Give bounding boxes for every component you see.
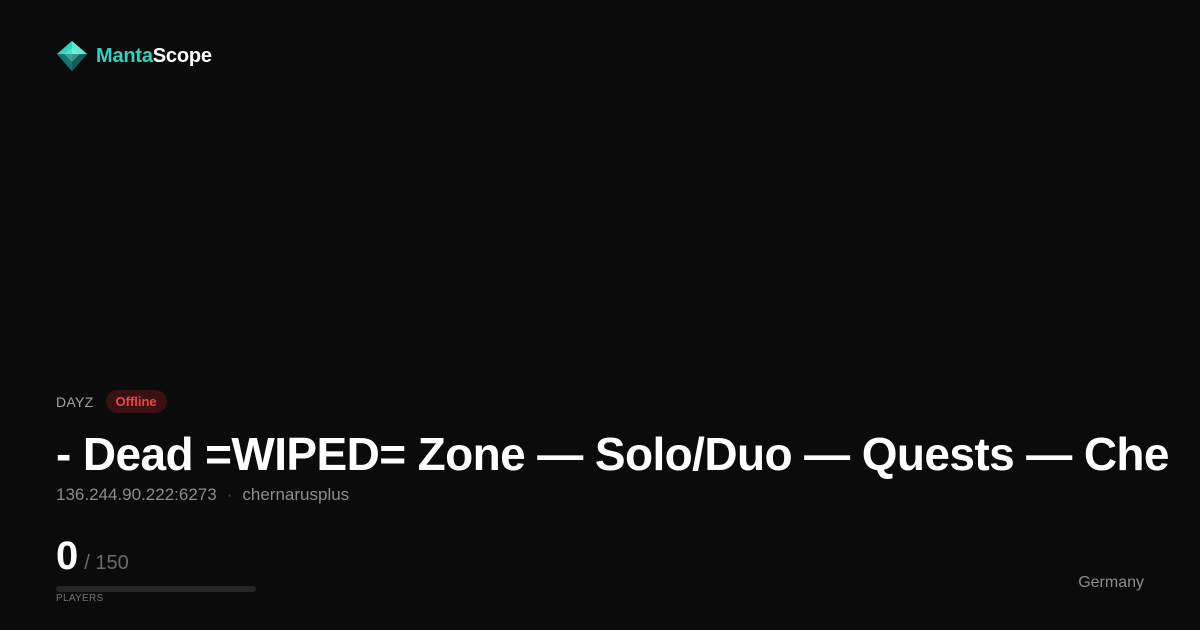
brand-name-part2: Scope [152, 44, 212, 67]
players-progress-bar [56, 586, 256, 592]
server-meta: 136.244.90.222:6273 · chernarusplus [56, 485, 349, 505]
server-map: chernarusplus [242, 485, 350, 504]
player-max: / 150 [84, 552, 129, 574]
players-caption: PLAYERS [56, 593, 104, 604]
brand[interactable]: MantaScope [56, 40, 212, 72]
diamond-logo-icon [57, 41, 87, 71]
game-name: DAYZ [56, 393, 94, 410]
server-title: - Dead =WIPED= Zone — Solo/Duo — Quests … [56, 428, 1170, 480]
player-count: 0 [56, 534, 79, 578]
server-address: 136.244.90.222:6273 [56, 485, 217, 504]
player-count-group: 0 / 150 [56, 534, 129, 578]
meta-separator: · [226, 485, 233, 504]
status-badge: Offline [105, 390, 167, 413]
server-country: Germany [1078, 574, 1144, 591]
game-row: DAYZ Offline [56, 390, 167, 413]
brand-name: MantaScope [96, 45, 212, 68]
brand-name-part1: Manta [96, 44, 153, 67]
